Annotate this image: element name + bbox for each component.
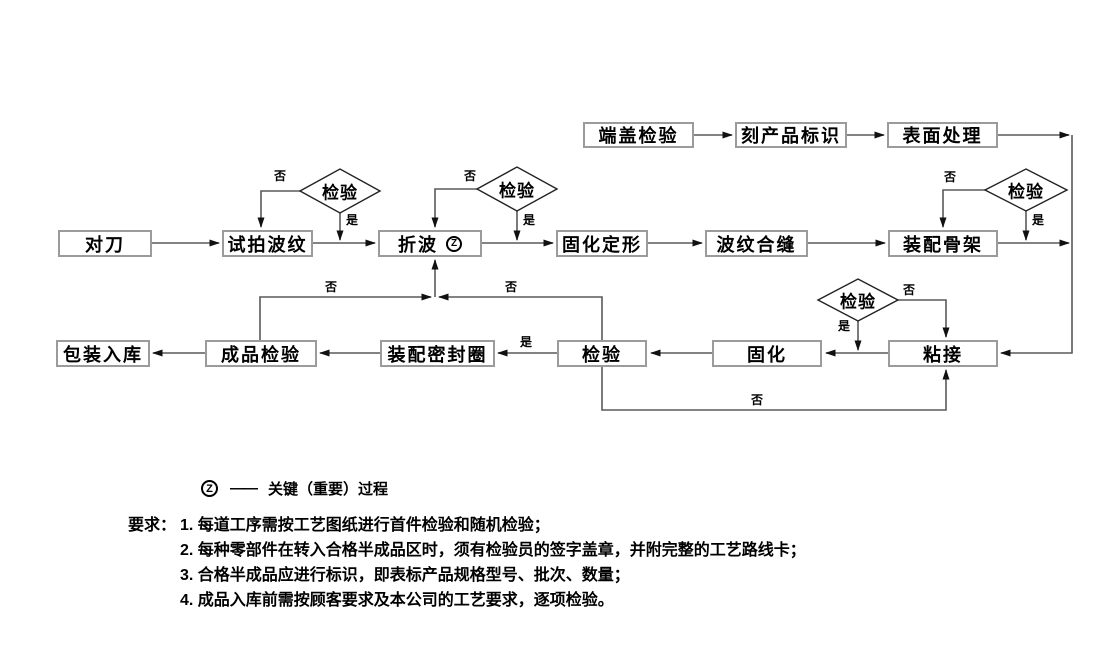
node-curing: 固化 — [712, 340, 822, 367]
decision-inspection-2-label: 检验 — [499, 181, 535, 201]
requirement-item: 1. 每道工序需按工艺图纸进行首件检验和随机检验； — [180, 517, 550, 534]
decision-inspection-3-label: 检验 — [1008, 182, 1044, 202]
requirement-item: 4. 成品入库前需按顾客要求及本公司的工艺要求，逐项检验。 — [180, 592, 614, 609]
node-curing-shaping: 固化定形 — [556, 230, 648, 257]
legend-text: 关键（重要）过程 — [268, 481, 389, 498]
node-trial-corrugation: 试拍波纹 — [222, 230, 313, 257]
legend: Z —— 关键（重要）过程 — [201, 478, 388, 499]
requirement-item: 2. 每种零部件在转入合格半成品区时，须有检验员的签字盖章，并附完整的工艺路线卡… — [180, 542, 806, 559]
node-tool-setting: 对刀 — [58, 230, 152, 257]
node-final-inspection: 成品检验 — [205, 340, 317, 367]
edge-label-no: 否 — [274, 169, 287, 183]
node-product-marking: 刻产品标识 — [735, 122, 847, 148]
edge-label-no: 否 — [751, 393, 764, 407]
requirements-items: 1. 每道工序需按工艺图纸进行首件检验和随机检验； 2. 每种零部件在转入合格半… — [180, 513, 806, 613]
decision-diamond — [983, 168, 1069, 212]
edge-label-yes: 是 — [520, 335, 533, 349]
node-corrugation-seaming: 波纹合缝 — [705, 230, 808, 257]
edge-label-no: 否 — [903, 283, 916, 297]
requirements: 要求： 1. 每道工序需按工艺图纸进行首件检验和随机检验； 2. 每种零部件在转… — [128, 513, 806, 613]
key-process-mark-icon: Z — [201, 480, 218, 497]
node-wave-folding-label: 折波 — [398, 234, 438, 255]
node-inspection: 检验 — [557, 340, 647, 367]
legend-dash: —— — [230, 480, 258, 497]
requirements-title: 要求： — [128, 517, 177, 534]
edge-label-no: 否 — [944, 170, 957, 184]
decision-diamond — [816, 278, 900, 322]
edge-label-yes: 是 — [523, 213, 536, 227]
key-process-mark-icon: Z — [446, 235, 462, 252]
edge-label-no: 否 — [325, 280, 338, 294]
edge-label-yes: 是 — [838, 319, 851, 333]
edge-label-yes: 是 — [1032, 213, 1045, 227]
node-bonding: 粘接 — [888, 340, 998, 367]
node-surface-treatment: 表面处理 — [887, 122, 998, 148]
node-seal-ring-assembly: 装配密封圈 — [380, 340, 495, 367]
edge-label-no: 否 — [505, 280, 518, 294]
decision-inspection-1-label: 检验 — [322, 183, 358, 203]
requirement-item: 3. 合格半成品应进行标识，即表标产品规格型号、批次、数量； — [180, 567, 630, 584]
node-end-cap-inspection: 端盖检验 — [583, 122, 694, 148]
node-wave-folding: 折波 Z — [378, 230, 482, 257]
node-packing-warehousing: 包装入库 — [56, 340, 150, 367]
edge-label-yes: 是 — [346, 213, 359, 227]
decision-diamond — [475, 166, 559, 212]
edge-label-no: 否 — [464, 169, 477, 183]
decision-inspection-4-label: 检验 — [840, 292, 876, 312]
decision-diamond — [298, 168, 382, 214]
node-frame-assembly: 装配骨架 — [888, 230, 998, 257]
